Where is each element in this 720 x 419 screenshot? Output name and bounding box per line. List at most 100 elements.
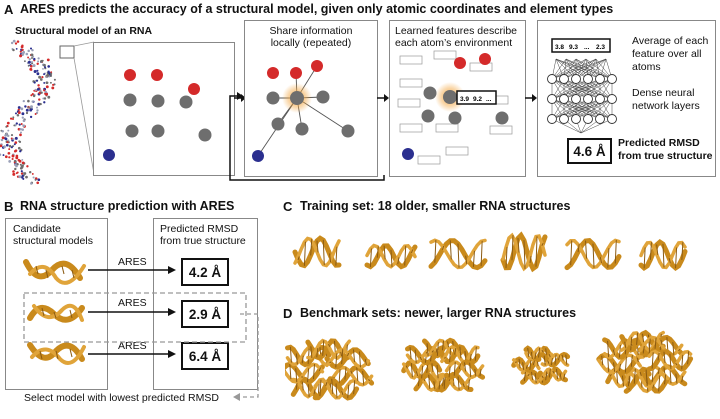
base-pair — [531, 371, 534, 380]
base-pair — [550, 358, 553, 366]
base-pair — [303, 241, 306, 266]
atom-dot — [20, 172, 24, 175]
training-structures — [292, 231, 688, 273]
carbon-atom — [421, 109, 435, 123]
nn-edge — [551, 58, 597, 80]
rna-strand — [433, 372, 473, 392]
benchmark-rna-structure — [401, 337, 486, 393]
atom-dot — [7, 139, 10, 142]
atom-dot — [25, 111, 29, 115]
panel-b-title: RNA structure prediction with ARES — [20, 199, 235, 213]
nn-edge — [575, 98, 613, 120]
rna-strand — [401, 361, 442, 381]
learned-features-label-2: each atom’s environment — [395, 37, 513, 49]
rna-strand — [285, 345, 331, 367]
base-pair — [657, 352, 660, 361]
atom-dot — [38, 98, 41, 101]
base-pair — [518, 358, 521, 369]
atom-dot — [18, 175, 22, 179]
atom-dot — [20, 165, 24, 169]
atom-dot — [23, 172, 27, 175]
repeat-loop-arrow — [229, 92, 385, 181]
rmsd-label-1: Predicted RMSD — [160, 223, 239, 235]
atom-dot — [5, 132, 8, 135]
atom-dot — [2, 154, 5, 157]
atom-dot — [12, 172, 16, 176]
training-rna-structure — [500, 231, 548, 273]
atom-dot — [29, 115, 33, 119]
atom-dot — [37, 102, 41, 106]
atom-dot — [43, 63, 46, 67]
atom-dot — [11, 157, 14, 161]
base-pair — [599, 257, 602, 264]
base-pair — [607, 340, 610, 358]
rmsd-label-2: from true structure — [160, 235, 246, 247]
nn-edge — [587, 98, 613, 120]
share-info-label-2: locally (repeated) — [270, 37, 352, 49]
atom-dot — [33, 70, 37, 73]
average-label-2: feature over all — [632, 48, 702, 60]
atom-dot — [38, 75, 42, 79]
base-pair — [681, 375, 684, 383]
atom-dot — [37, 84, 40, 87]
avg-value-3: ... — [584, 44, 590, 51]
avg-value-2: 9.3 — [569, 44, 578, 51]
base-pair — [624, 356, 627, 373]
carbon-atom — [316, 90, 330, 104]
atom-dot — [33, 57, 36, 61]
base-pair — [453, 361, 456, 376]
rmsd-value-2: 2.9 Å — [181, 300, 229, 328]
atom-dot — [19, 50, 22, 53]
atom-dot — [31, 57, 33, 59]
base-pair — [464, 362, 467, 372]
base-pair — [353, 380, 356, 395]
nn-node — [547, 114, 557, 124]
nn-node — [595, 114, 605, 124]
atom-dot — [18, 123, 21, 126]
message-passing-graph — [252, 60, 355, 162]
carbon-atom — [266, 91, 280, 105]
carbon-atom — [423, 86, 437, 100]
base-pair — [465, 255, 468, 265]
benchmark-structures — [285, 329, 694, 401]
atom-dot — [19, 131, 23, 134]
atom-dot — [30, 68, 33, 71]
atom-dot — [14, 141, 18, 144]
nn-edge — [587, 78, 613, 100]
avg-value-1: 3.8 — [555, 44, 564, 51]
rna-strand — [328, 365, 374, 387]
base-pair — [458, 363, 461, 370]
base-pair — [669, 353, 672, 370]
atom-dot — [13, 161, 16, 164]
rna-strand — [429, 238, 487, 270]
carbon-atom — [125, 124, 139, 138]
base-pair — [547, 360, 550, 364]
base-pair — [457, 376, 460, 391]
nn-edge — [555, 58, 589, 80]
base-pair — [654, 337, 657, 349]
atom-dot — [46, 58, 50, 62]
nn-edge — [575, 58, 607, 80]
atom-dot — [52, 83, 55, 86]
base-pair — [307, 382, 310, 398]
atom-dot — [7, 129, 10, 132]
candidate-label-1: Candidate — [13, 223, 61, 235]
atom-dot — [37, 178, 41, 182]
base-pair — [318, 367, 321, 372]
nn-node — [547, 94, 557, 104]
atom-dot — [36, 87, 40, 91]
benchmark-rna-structure — [511, 345, 571, 386]
atom-dot — [20, 170, 23, 173]
nn-node — [595, 94, 605, 104]
benchmark-rna-structure — [285, 338, 375, 401]
base-pair — [565, 354, 568, 365]
base-pair — [405, 365, 408, 369]
benchmark-rna-structure — [596, 329, 694, 394]
oxygen-atom — [124, 69, 136, 81]
atom-dot — [43, 81, 46, 84]
atom-dot — [39, 89, 42, 92]
oxygen-atom — [267, 67, 279, 79]
nn-edge — [563, 58, 587, 80]
nn-edge — [563, 98, 613, 120]
base-pair — [474, 368, 477, 377]
